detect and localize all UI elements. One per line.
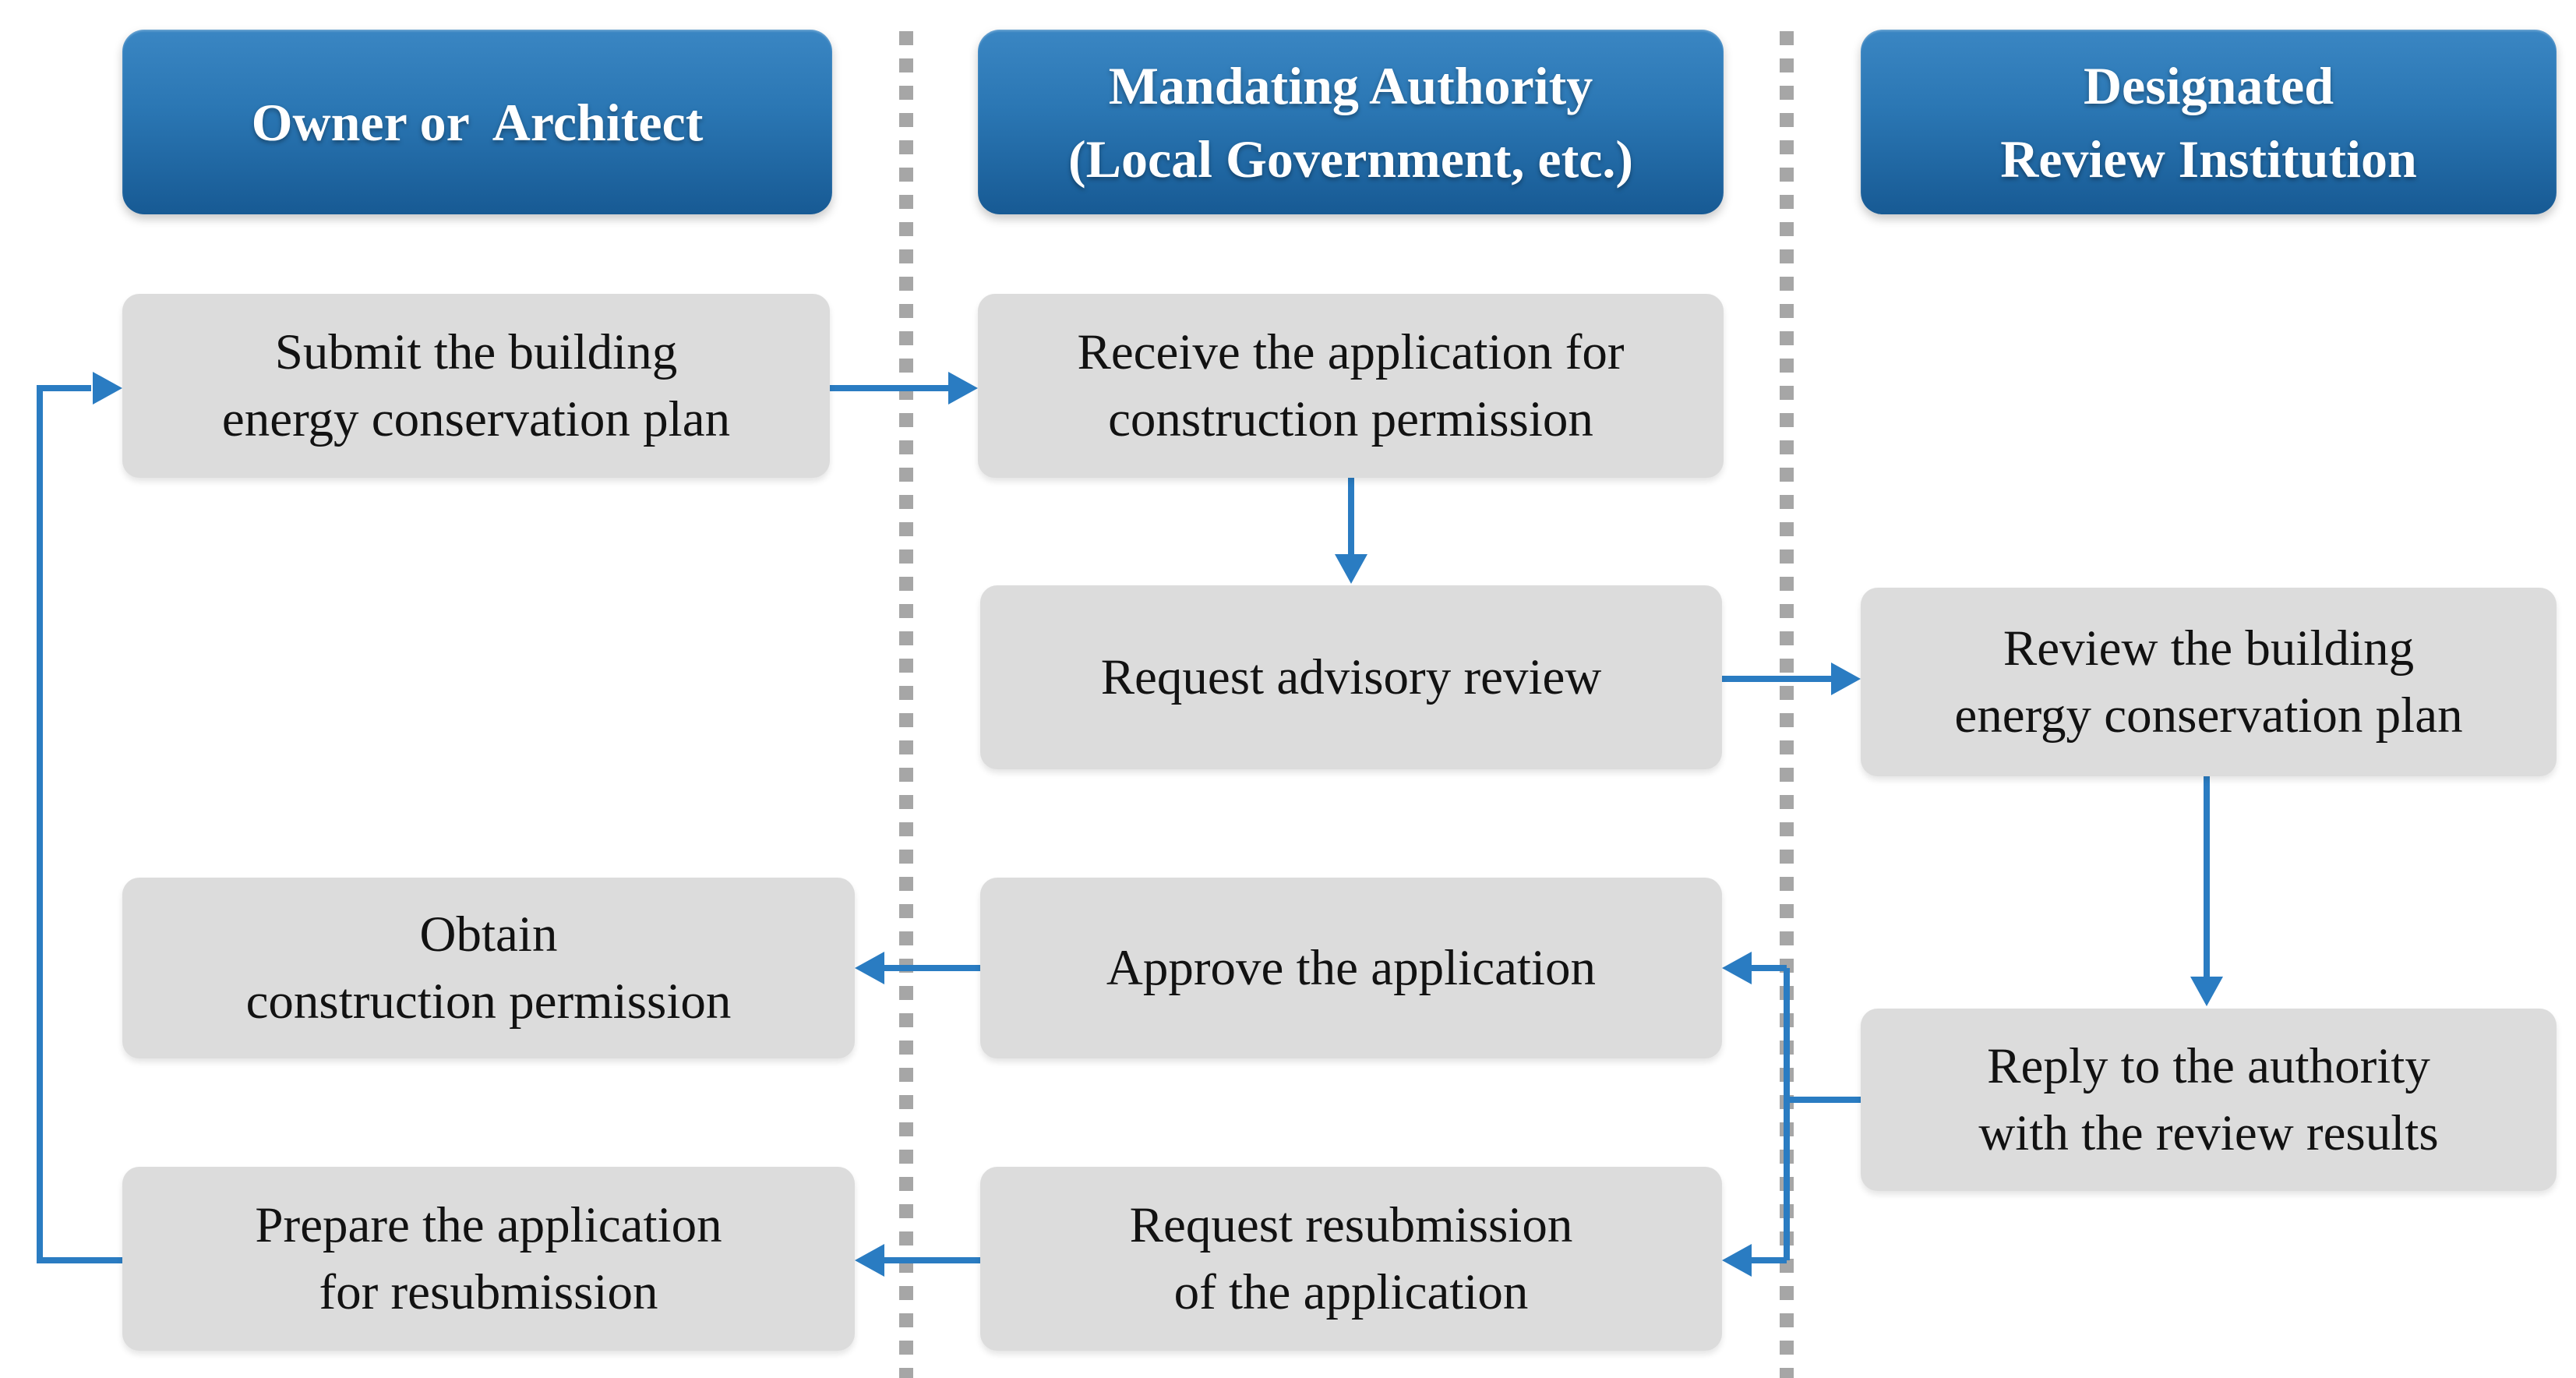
node-label: Reply to the authority (1987, 1038, 2430, 1094)
lane-header-authority: Mandating Authority (Local Government, e… (978, 30, 1724, 214)
lane-header-institution: Designated Review Institution (1861, 30, 2557, 214)
node-label: Request advisory review (1100, 649, 1602, 705)
arrow-approve-to-obtain (855, 952, 980, 984)
node-label: Receive the application for (1077, 324, 1625, 380)
node-prepare-resubmission: Prepare the application for resubmission (122, 1167, 855, 1351)
node-approve-application: Approve the application (980, 878, 1722, 1058)
node-label: of the application (1173, 1264, 1529, 1320)
node-label: Submit the building (274, 324, 678, 380)
arrow-receive-to-advisory (1335, 478, 1367, 584)
lane-header-label: Designated (2083, 55, 2334, 115)
node-request-resubmission: Request resubmission of the application (980, 1167, 1722, 1351)
node-review-plan: Review the building energy conservation … (1861, 588, 2557, 776)
node-label: Request resubmission (1129, 1197, 1573, 1253)
node-label: with the review results (1978, 1105, 2439, 1161)
node-label: Approve the application (1106, 940, 1597, 996)
arrow-prepare-to-submit-feedback (37, 372, 122, 1263)
node-label: energy conservation plan (221, 391, 731, 447)
lane-header-label: Mandating Authority (1108, 55, 1593, 115)
lane-header-label: (Local Government, etc.) (1067, 129, 1634, 189)
node-reply-review-results: Reply to the authority with the review r… (1861, 1009, 2557, 1191)
arrow-resubmission-to-prepare (855, 1244, 980, 1277)
lane-header-label: Owner or Architect (251, 92, 704, 152)
arrow-reply-branch (1722, 952, 1867, 1277)
node-label: for resubmission (319, 1264, 658, 1320)
arrow-submit-to-receive (830, 372, 978, 405)
node-submit-plan: Submit the building energy conservation … (122, 294, 830, 478)
node-request-advisory-review: Request advisory review (980, 585, 1722, 769)
arrow-review-to-reply (2190, 776, 2223, 1006)
node-label: Obtain (419, 906, 558, 963)
node-label: Prepare the application (255, 1197, 722, 1253)
node-label: Review the building (2003, 620, 2415, 677)
node-label: energy conservation plan (1954, 687, 2463, 744)
arrow-advisory-to-review (1722, 662, 1861, 695)
node-receive-application: Receive the application for construction… (978, 294, 1724, 478)
node-label: construction permission (1108, 391, 1593, 447)
node-label: construction permission (245, 973, 732, 1030)
lane-header-label: Review Institution (2000, 129, 2417, 189)
node-obtain-permission: Obtain construction permission (122, 878, 855, 1058)
lane-header-owner: Owner or Architect (122, 30, 832, 214)
